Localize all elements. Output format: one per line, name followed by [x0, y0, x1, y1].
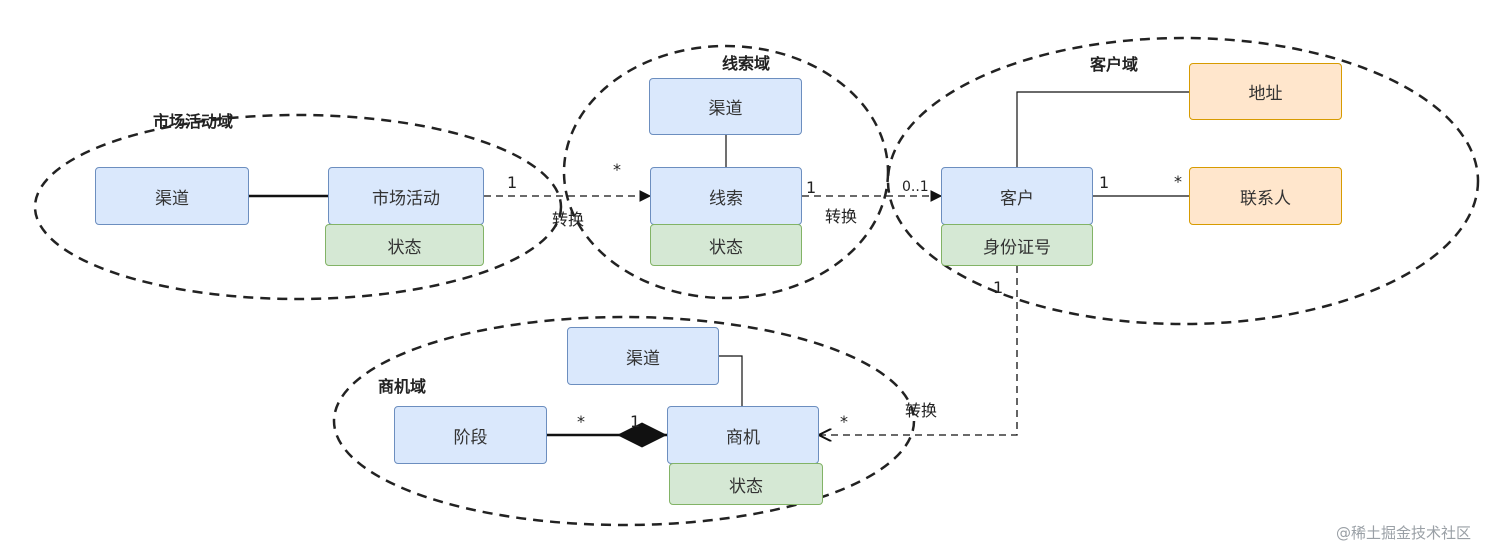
- activity-to-clue-source-mult: 1: [507, 173, 518, 192]
- customer-to-contact-target-mult: *: [1174, 172, 1182, 191]
- opportunity-domain-ellipse: [332, 315, 916, 527]
- customer-to-contact-source-mult: 1: [1099, 173, 1110, 192]
- clue-to-customer-label: 转换: [825, 207, 858, 226]
- contact-box[interactable]: 联系人: [1189, 167, 1342, 225]
- market-channel-box[interactable]: 渠道: [95, 167, 249, 225]
- customer-to-opportunity-edge: [820, 266, 1018, 435]
- address-box[interactable]: 地址: [1189, 63, 1342, 120]
- clue-status-box[interactable]: 状态: [650, 224, 802, 266]
- opp-channel-link: [719, 355, 743, 406]
- customer-to-opportunity-target-mult: *: [840, 412, 848, 431]
- market-status-box[interactable]: 状态: [325, 224, 484, 266]
- customer-domain-title: 客户域: [1090, 55, 1139, 74]
- customer-box[interactable]: 客户: [941, 167, 1093, 225]
- customer-to-opportunity-source-mult: 1: [993, 278, 1004, 297]
- clue-domain-title: 线索域: [722, 54, 771, 73]
- stage-to-opportunity-target-mult: 1: [630, 412, 641, 431]
- market-activity-box[interactable]: 市场活动: [328, 167, 484, 225]
- customer-to-opportunity-label: 转换: [905, 401, 938, 420]
- customer-id-box[interactable]: 身份证号: [941, 224, 1093, 266]
- activity-to-clue-target-mult: *: [613, 160, 621, 179]
- activity-to-clue-label: 转换: [552, 210, 585, 229]
- stage-box[interactable]: 阶段: [394, 406, 547, 464]
- stage-to-opportunity-source-mult: *: [577, 412, 585, 431]
- customer-domain-ellipse: [886, 36, 1480, 326]
- market-domain-title: 市场活动域: [153, 112, 234, 131]
- opportunity-box[interactable]: 商机: [667, 406, 819, 464]
- customer-address-link: [1016, 91, 1189, 167]
- clue-channel-box[interactable]: 渠道: [649, 78, 802, 135]
- watermark: @稀土掘金技术社区: [1336, 524, 1472, 542]
- opp-status-box[interactable]: 状态: [669, 463, 823, 505]
- opp-channel-box[interactable]: 渠道: [567, 327, 719, 385]
- market-domain-ellipse: [33, 113, 563, 301]
- opportunity-domain-title: 商机域: [378, 377, 427, 396]
- clue-box[interactable]: 线索: [650, 167, 802, 225]
- clue-to-customer-source-mult: 1: [806, 178, 817, 197]
- clue-to-customer-target-mult: 0..1: [902, 179, 929, 195]
